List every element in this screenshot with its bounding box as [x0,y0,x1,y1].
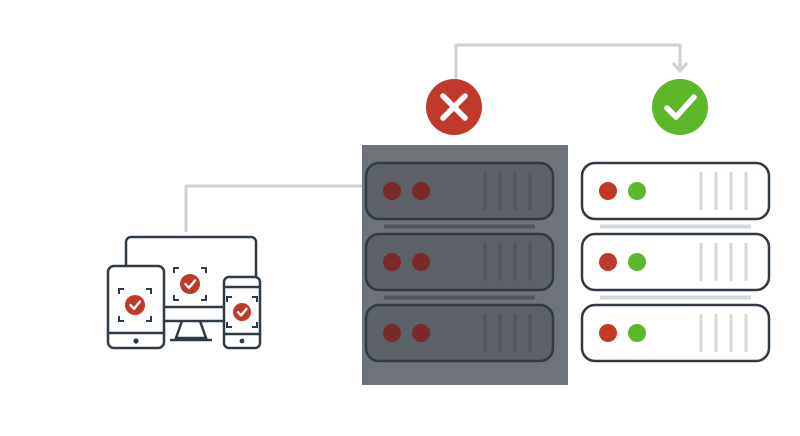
check-badge-icon [118,288,152,322]
server-unit [580,303,771,363]
server-unit-body [364,161,555,221]
server-unit-body [364,303,555,363]
client-connector [184,184,364,232]
failover-line [454,43,682,85]
success-mark [664,94,697,120]
server-unit [364,303,555,363]
success-badge-circle [652,79,708,135]
failover-arrowhead-icon [671,62,689,74]
focus-corner [201,295,207,301]
status-led [383,324,401,342]
focus-corner [118,316,124,322]
focus-corner [226,296,232,302]
check-mark [129,300,142,310]
focus-corner [146,288,152,294]
server-unit-body [364,232,555,292]
status-led [412,324,430,342]
focus-corner [226,322,232,328]
check-mark [236,307,248,317]
server-unit-body [580,232,771,292]
server-unit-body [580,303,771,363]
check-badge-circle [125,295,145,315]
focus-corner [146,316,152,322]
status-led [599,253,617,271]
device-checks [118,267,258,328]
check-badge-circle [180,274,200,294]
status-led [628,324,646,342]
client-devices [106,235,262,350]
status-led [628,182,646,200]
check-circle-icon [652,79,708,135]
check-mark [184,279,197,289]
failed-server-rack [362,145,568,385]
server-unit [364,161,555,229]
check-badge-icon [226,296,258,328]
focus-corner [173,267,179,273]
backup-server-units [580,161,771,363]
focus-corner [201,267,207,273]
status-led [628,253,646,271]
focus-corner [118,288,124,294]
status-led [383,182,401,200]
x-circle-icon [426,79,482,135]
focus-corner [252,296,258,302]
status-led [599,182,617,200]
status-led [599,324,617,342]
server-unit-body [580,161,771,221]
phone-home-button [239,338,245,344]
fail-mark [440,93,468,121]
server-unit [364,232,555,300]
focus-corner [173,295,179,301]
check-badge-icon [173,267,207,301]
focus-corner [252,322,258,328]
status-led [412,253,430,271]
backup-server-rack [580,161,771,363]
check-badge-circle [233,303,251,321]
tablet-home-button [133,338,139,344]
status-led [412,182,430,200]
server-unit [580,161,771,229]
failed-server-units [364,161,555,363]
status-led [383,253,401,271]
monitor-stand [174,320,208,340]
failover-connector [454,43,689,85]
server-unit [580,232,771,300]
